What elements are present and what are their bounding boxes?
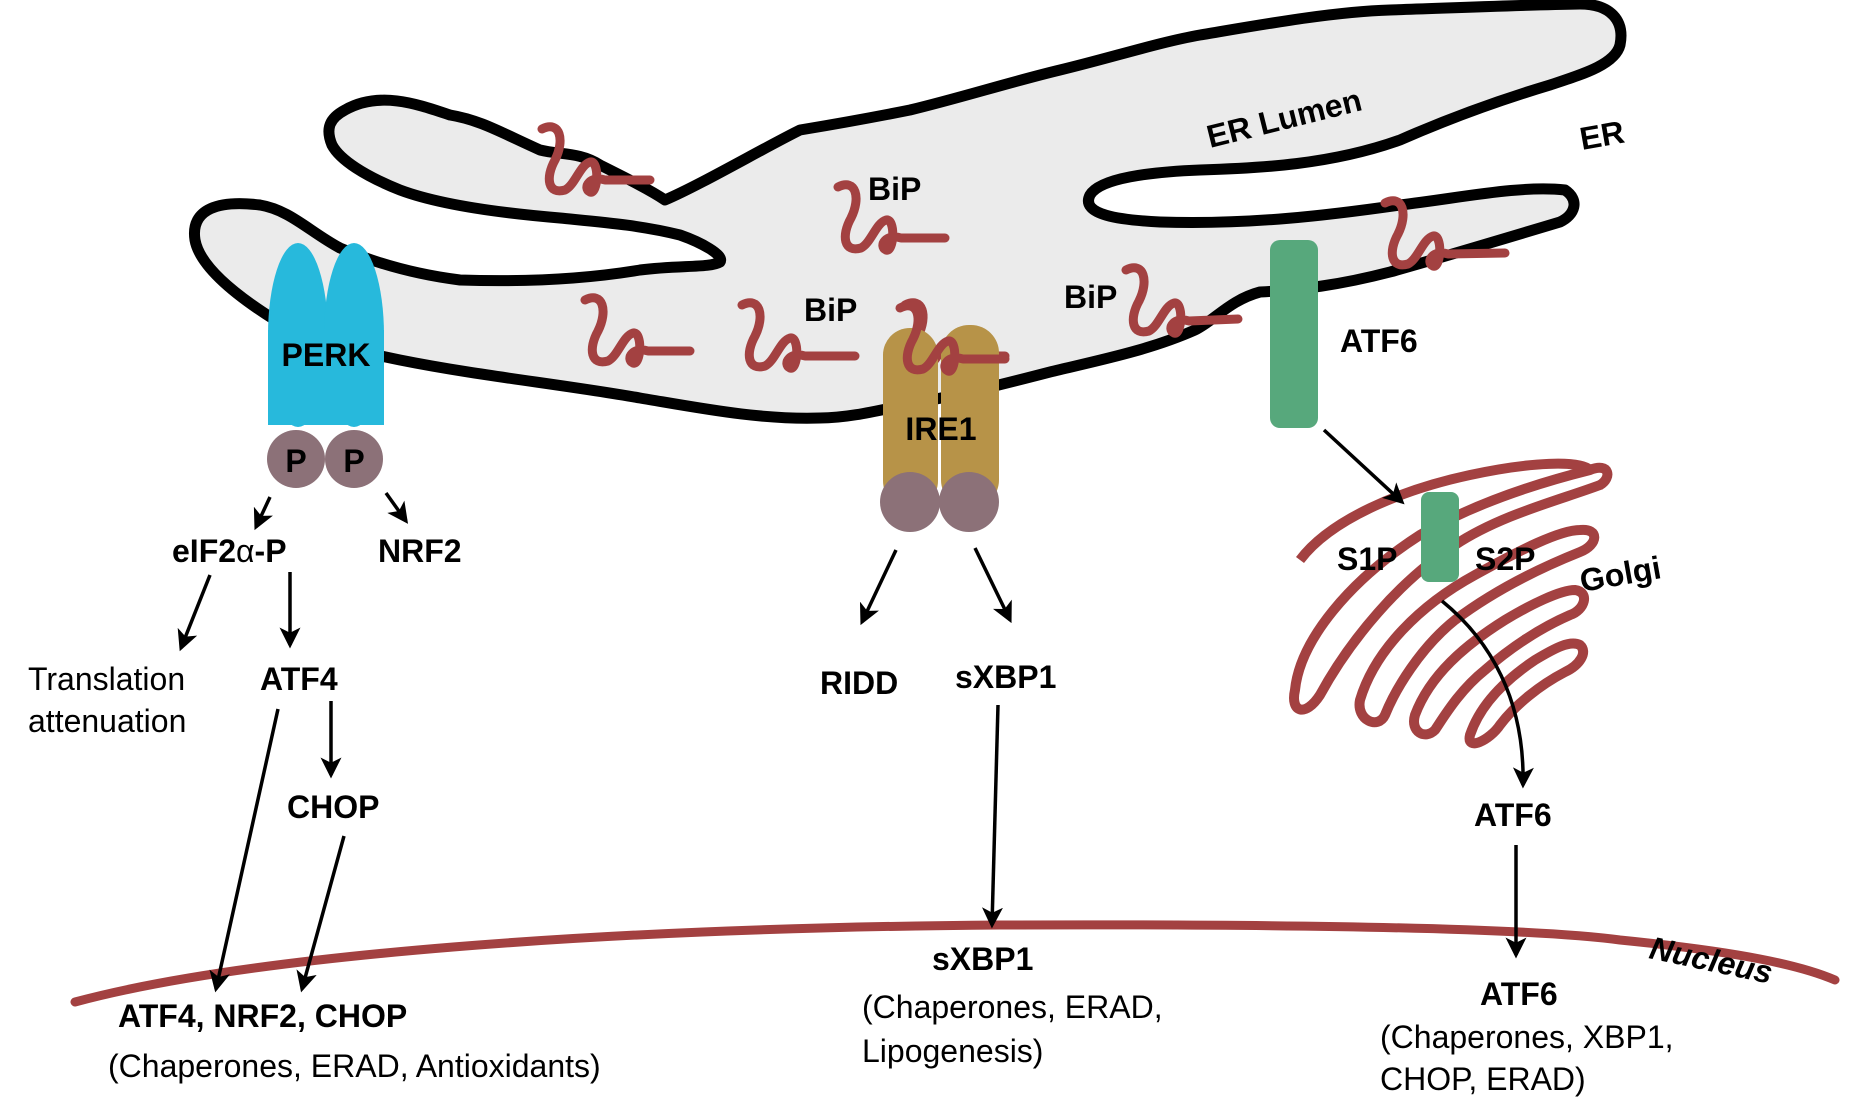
atf6-nuclear-title: ATF6: [1480, 976, 1558, 1012]
atf6-nuclear-targets-line1: (Chaperones, XBP1,: [1380, 1019, 1674, 1055]
er-membrane: [188, 0, 1627, 424]
unfolded-protein: [1380, 196, 1510, 271]
unfolded-protein: [833, 180, 950, 255]
nuclear-envelope[interactable]: [70, 920, 1840, 1007]
s2p-label: S2P: [1475, 541, 1535, 577]
sxbp1-label: sXBP1: [955, 659, 1056, 695]
nrf2-label: NRF2: [378, 533, 462, 569]
er-label: ER: [1577, 114, 1627, 157]
chop-label: CHOP: [287, 789, 379, 825]
ire1-nuclear-targets-line1: (Chaperones, ERAD,: [862, 989, 1163, 1025]
unfolded-protein: [537, 122, 655, 197]
ire1-label: IRE1: [905, 411, 976, 447]
arrow-atf6-to-golgi: [1322, 428, 1405, 505]
phospho-label: P: [285, 443, 306, 479]
eif2a-label: eIF2α-P: [172, 533, 287, 569]
kinase-domain-right: [939, 472, 999, 532]
eif2a-text: eIF2: [172, 533, 236, 569]
alpha-symbol: α: [236, 533, 255, 569]
phospho-label: P: [343, 443, 364, 479]
arrow-ire1-to-sxbp1: [973, 547, 1012, 624]
bip-label: BiP: [868, 171, 921, 207]
perk-label: PERK: [282, 337, 371, 373]
s1p-label: S1P: [1337, 541, 1397, 577]
arrow-sxbp1-to-nucleus: [981, 704, 1003, 929]
ridd-label: RIDD: [820, 665, 898, 701]
atf6-nuclear-targets-line2: CHOP, ERAD): [1380, 1061, 1586, 1097]
perk-nuclear-title: ATF4, NRF2, CHOP: [118, 998, 407, 1034]
golgi-label: Golgi: [1577, 549, 1664, 599]
ire1-nuclear-title: sXBP1: [932, 941, 1033, 977]
kinase-domain-left: [880, 472, 940, 532]
atf6-er-label: ATF6: [1340, 323, 1418, 359]
arrow-eif2a-to-translation: [177, 574, 212, 652]
arrow-atf4-to-nucleus: [209, 708, 280, 993]
bip-label: BiP: [1064, 279, 1117, 315]
arrow-ire1-to-ridd: [859, 549, 898, 626]
atf4-label: ATF4: [260, 661, 338, 697]
ire1-nuclear-targets-line2: Lipogenesis): [862, 1033, 1043, 1069]
arrow-perk-to-eif2a: [253, 496, 273, 531]
atf6-sensor[interactable]: [1270, 240, 1318, 428]
atf6-golgi[interactable]: [1421, 492, 1459, 582]
arrow-chop-to-nucleus: [296, 835, 346, 993]
atf6-cleaved-label: ATF6: [1474, 797, 1552, 833]
bip-label: BiP: [804, 292, 857, 328]
perk-sensor[interactable]: PERK P P: [267, 243, 384, 488]
phospho-circle-right: [325, 430, 383, 488]
perk-nuclear-targets: (Chaperones, ERAD, Antioxidants): [108, 1048, 601, 1084]
unfolded-protein: [1121, 263, 1243, 338]
arrow-golgi-to-atf6: [1440, 599, 1534, 789]
unfolded-protein: [737, 298, 860, 373]
arrow-perk-to-nrf2: [384, 491, 409, 524]
phospho-circle-left: [267, 430, 325, 488]
nucleus-label: Nucleus: [1647, 930, 1776, 991]
eif2a-suffix: -P: [255, 533, 287, 569]
translation-label-line1: Translation: [28, 661, 185, 697]
translation-label-line2: attenuation: [28, 703, 186, 739]
unfolded-protein: [580, 293, 695, 368]
golgi-apparatus: [1289, 458, 1613, 749]
unfolded-protein: [895, 301, 1010, 376]
